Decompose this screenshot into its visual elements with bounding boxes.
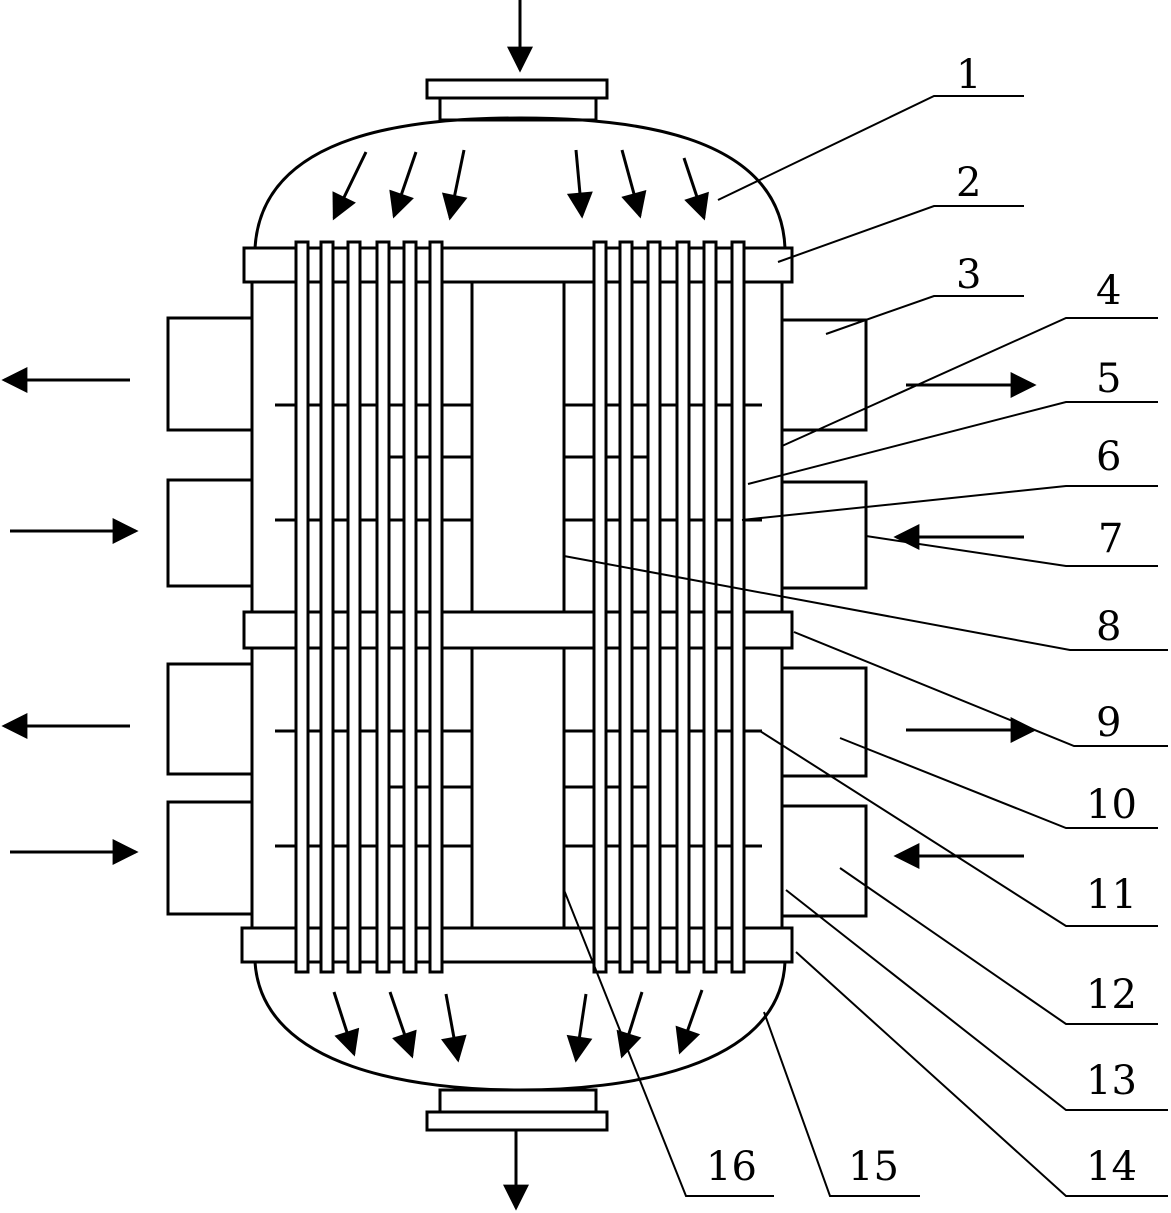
label-7: 7: [1098, 516, 1123, 562]
label-1: 1: [956, 52, 981, 98]
bottom-head-flow-arrows: [334, 990, 702, 1060]
right-nozzles: [782, 320, 866, 916]
label-13: 13: [1086, 1058, 1137, 1104]
top-inlet-nozzle: [427, 0, 607, 120]
label-9: 9: [1096, 700, 1121, 746]
top-head-flow-arrows: [334, 150, 704, 218]
label-10: 10: [1086, 782, 1137, 828]
label-11: 11: [1086, 872, 1137, 918]
label-16: 16: [706, 1144, 757, 1190]
left-nozzles: [168, 318, 252, 914]
label-2: 2: [956, 160, 981, 206]
label-4: 4: [1096, 268, 1121, 314]
bottom-head: [255, 962, 785, 1090]
label-6: 6: [1096, 434, 1121, 480]
central-pipe: [472, 282, 564, 928]
label-14: 14: [1086, 1144, 1137, 1190]
label-5: 5: [1096, 356, 1121, 402]
label-3: 3: [956, 252, 981, 298]
top-head: [255, 118, 785, 248]
label-15: 15: [848, 1144, 899, 1190]
bottom-outlet-nozzle: [427, 1090, 607, 1208]
label-8: 8: [1096, 604, 1121, 650]
label-12: 12: [1086, 972, 1137, 1018]
